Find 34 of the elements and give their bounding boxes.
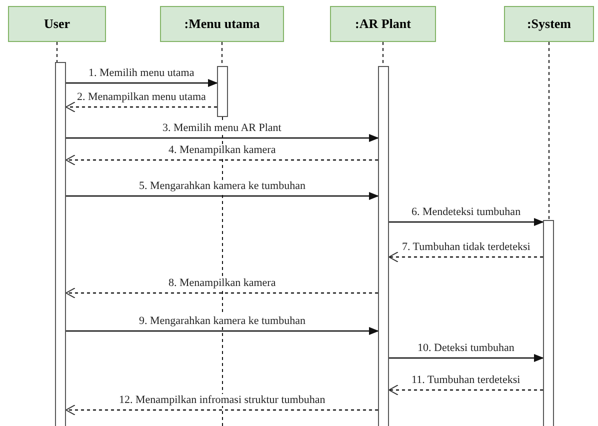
- participant-box: :Menu utama: [160, 6, 284, 42]
- message-arrow: [389, 354, 544, 362]
- message-label: 2. Menampilkan menu utama: [76, 91, 207, 103]
- message-arrow: [66, 327, 379, 335]
- return-message-arrow: [66, 288, 378, 298]
- participant-box: :System: [504, 6, 594, 42]
- message-label: 1. Memilih menu utama: [88, 67, 196, 79]
- message-label: 5. Mengarahkan kamera ke tumbuhan: [138, 180, 306, 192]
- activation-bar: [378, 66, 389, 426]
- message-arrow: [66, 79, 218, 87]
- message-arrow: [389, 218, 544, 226]
- lifeline: [56, 42, 58, 62]
- message-arrow: [66, 134, 379, 142]
- return-message-arrow: [388, 252, 543, 262]
- return-message-arrow: [388, 384, 543, 396]
- message-label: 6. Mendeteksi tumbuhan: [410, 206, 522, 218]
- message-label: 3. Memilih menu AR Plant: [162, 122, 282, 134]
- participant-box: User: [8, 6, 106, 42]
- message-label: 11. Tumbuhan terdeteksi: [410, 374, 522, 386]
- return-message-arrow: [66, 404, 378, 416]
- message-label: 12. Menampilkan infromasi struktur tumbuhan: [118, 394, 326, 406]
- activation-bar: [217, 66, 228, 117]
- message-label: 7. Tumbuhan tidak terdeteksi: [401, 241, 532, 253]
- lifeline: [548, 42, 550, 220]
- return-message-arrow: [66, 154, 378, 166]
- activation-bar: [55, 62, 66, 426]
- return-message-arrow: [66, 102, 217, 112]
- message-arrow: [66, 192, 379, 200]
- message-label: 4. Menampilkan kamera: [168, 144, 277, 156]
- message-label: 10. Deteksi tumbuhan: [416, 342, 516, 354]
- participant-box: :AR Plant: [330, 6, 436, 42]
- message-label: 9. Mengarahkan kamera ke tumbuhan: [138, 315, 306, 327]
- activation-bar: [543, 220, 554, 426]
- message-label: 8. Menampilkan kamera: [168, 277, 277, 289]
